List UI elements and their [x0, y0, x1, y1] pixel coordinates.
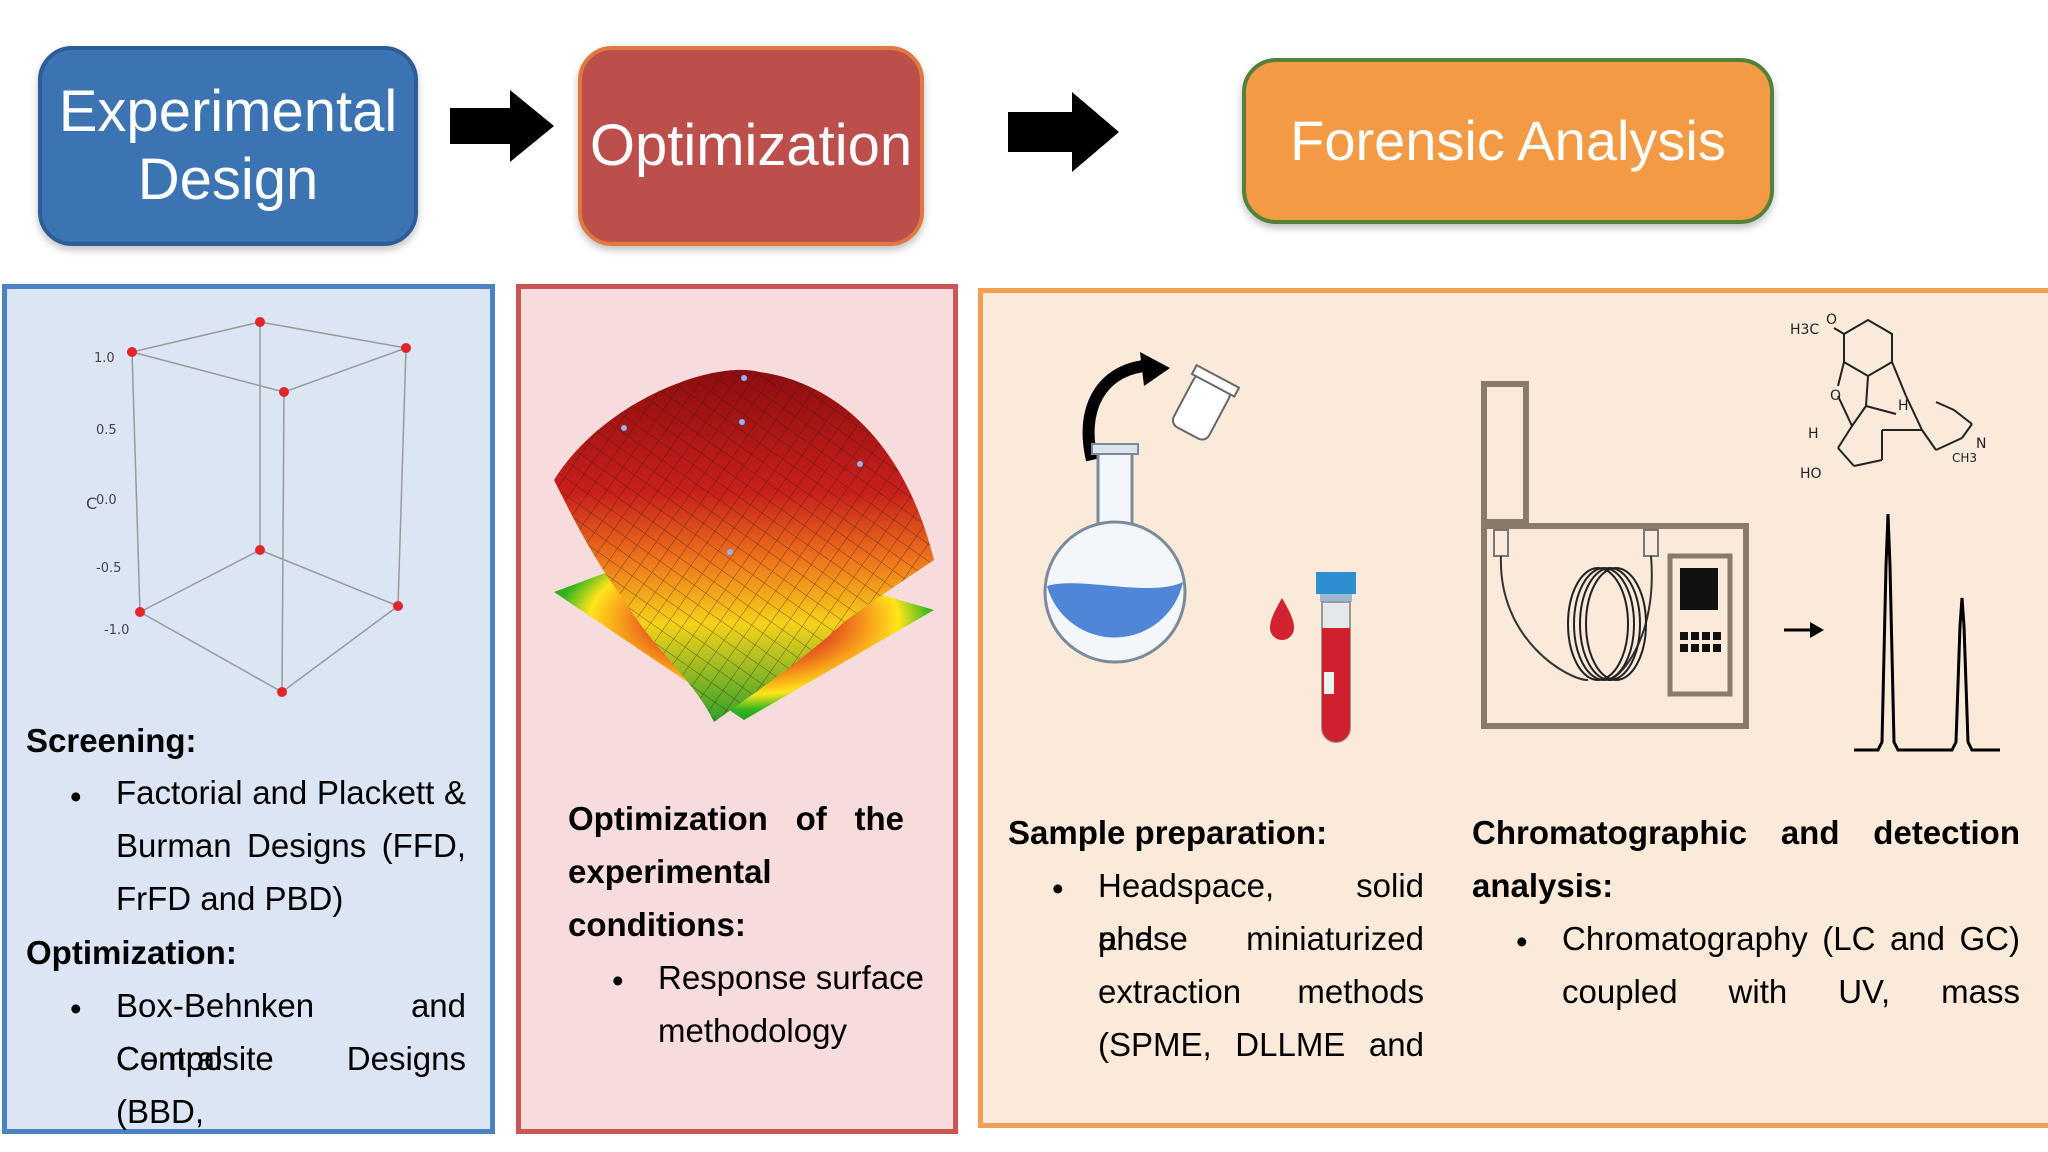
sample-preparation-line: Headspace, solid phase: [1098, 867, 1424, 957]
molecule-structure-icon: H3C O O H H N CH3 HO: [1790, 312, 1986, 482]
molecule-label: H3C: [1790, 322, 1819, 338]
screening-heading: Screening:: [26, 722, 197, 759]
optimization-panel-bullet-line: Response surface: [658, 959, 924, 996]
sample-preparation-line: and miniaturized: [1098, 920, 1424, 957]
bullet-icon: •: [70, 778, 82, 815]
screening-line: FrFD and PBD): [116, 880, 344, 917]
stage-optimization-label: Optimization: [589, 113, 913, 178]
stage-forensic-analysis-label: Forensic Analysis: [1290, 109, 1726, 172]
optimization-panel-heading-line: Optimization of the: [568, 800, 904, 837]
optimization-panel-bullet-line: methodology: [658, 1012, 847, 1049]
molecule-label: HO: [1800, 466, 1822, 482]
bullet-icon: •: [1052, 870, 1064, 907]
optimization-line: Box-Behnken and Central: [116, 987, 466, 1077]
panel-forensic-analysis: [978, 288, 2048, 1128]
cube-design-plot: 1.0 0.5 0.0 C -0.5 -1.0: [86, 317, 411, 697]
arrow-right-icon: [1008, 92, 1119, 172]
screening-line: Burman Designs (FFD,: [116, 827, 466, 864]
chromatographic-heading-line: Chromatographic and detection: [1472, 814, 2020, 851]
sample-preparation-heading: Sample preparation:: [1008, 814, 1328, 851]
stage-experimental-design-line1: Experimental: [58, 79, 398, 144]
sample-preparation-line: (SPME, DLLME and: [1098, 1026, 1424, 1063]
arrow-right-icon: [450, 90, 554, 162]
optimization-heading: Optimization:: [26, 934, 237, 971]
optimization-panel-heading-line: experimental: [568, 853, 772, 890]
arrow-right-icon: [1784, 622, 1824, 638]
bullet-icon: •: [70, 990, 82, 1027]
chromatographic-line: Chromatography (LC and GC): [1562, 920, 2020, 957]
bullet-icon: •: [1516, 923, 1528, 960]
molecule-label: O: [1826, 312, 1837, 328]
optimization-line: Composite Designs (BBD,: [116, 1040, 466, 1130]
optimization-panel-heading-line: conditions:: [568, 906, 746, 943]
stage-optimization: Optimization: [578, 46, 924, 246]
panel-experimental-design: [2, 284, 495, 1134]
flask-extraction-icon: [1043, 352, 1240, 664]
cube-design-points: [127, 317, 411, 697]
stage-experimental-design: Experimental Design: [38, 46, 418, 246]
stage-forensic-analysis: Forensic Analysis: [1242, 58, 1774, 224]
blood-sample-tube-icon: [1270, 572, 1356, 743]
molecule-label: H: [1808, 426, 1819, 442]
molecule-label: H: [1898, 398, 1909, 414]
cube-tick-label: -0.5: [96, 561, 121, 576]
response-surface-plot: [554, 369, 934, 722]
molecule-label: CH3: [1952, 451, 1977, 465]
screening-line: Factorial and Plackett &: [116, 774, 466, 811]
bullet-icon: •: [612, 962, 624, 999]
stage-experimental-design-line2: Design: [137, 147, 319, 212]
chromatographic-heading-line: analysis:: [1472, 867, 1614, 904]
cube-axis-label: C: [86, 494, 97, 513]
molecule-label: O: [1830, 388, 1841, 404]
molecule-label: N: [1976, 436, 1986, 452]
chromatographic-line: coupled with UV, mass: [1562, 973, 2020, 1010]
gas-chromatograph-icon: [1481, 381, 1749, 729]
cube-tick-label: -1.0: [104, 623, 129, 638]
sample-preparation-line: extraction methods: [1098, 973, 1424, 1010]
cube-tick-label: 0.0: [96, 493, 117, 508]
cube-tick-label: 0.5: [96, 423, 117, 438]
cube-tick-label: 1.0: [94, 351, 115, 366]
chromatogram-icon: [1854, 513, 2000, 752]
